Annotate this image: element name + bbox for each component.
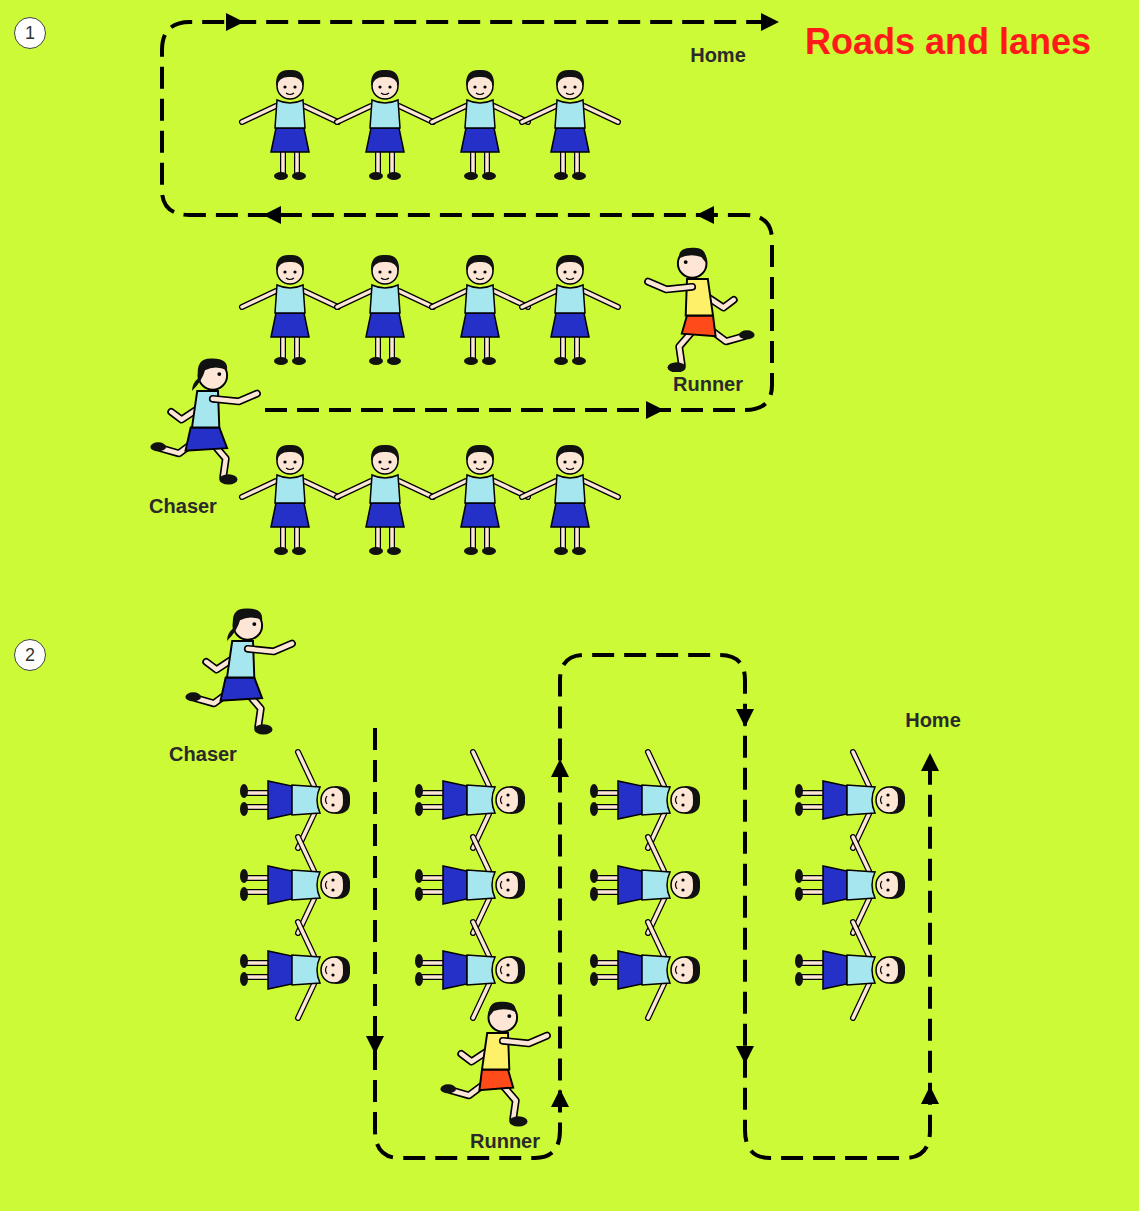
runner-figure	[440, 1002, 547, 1127]
chaser-label: Chaser	[147, 494, 219, 518]
runner-figure	[648, 248, 755, 373]
children-column	[590, 752, 700, 1018]
children-row	[242, 445, 618, 555]
children-row	[242, 70, 618, 180]
running-route	[375, 655, 930, 1158]
home-label: Home	[688, 43, 748, 67]
runner-label: Runner	[468, 1129, 542, 1153]
diagram-title: Roads and lanes	[805, 20, 1091, 63]
runner-label: Runner	[671, 372, 745, 396]
route-arrow	[736, 1046, 754, 1064]
route-arrow	[366, 1036, 384, 1054]
running-route	[162, 22, 772, 410]
chaser-figure	[150, 358, 257, 484]
chaser-figure	[185, 608, 292, 734]
route-arrow	[551, 759, 569, 777]
children-row	[242, 255, 618, 365]
number-text: 1	[25, 24, 35, 42]
route-arrow	[263, 206, 281, 224]
route-arrow	[736, 709, 754, 727]
route-arrow	[921, 1086, 939, 1104]
children-column	[415, 752, 525, 1018]
route-arrow	[226, 13, 244, 31]
route-arrow	[551, 1089, 569, 1107]
children-column	[240, 752, 350, 1018]
route-arrow	[646, 401, 664, 419]
chaser-label: Chaser	[167, 742, 239, 766]
number-text: 2	[25, 646, 35, 664]
home-label: Home	[903, 708, 963, 732]
route-arrow	[921, 753, 939, 771]
panel-number: 1	[14, 17, 46, 49]
route-arrow	[761, 13, 779, 31]
route-arrow	[696, 206, 714, 224]
children-column	[795, 752, 905, 1018]
panel-number: 2	[14, 639, 46, 671]
